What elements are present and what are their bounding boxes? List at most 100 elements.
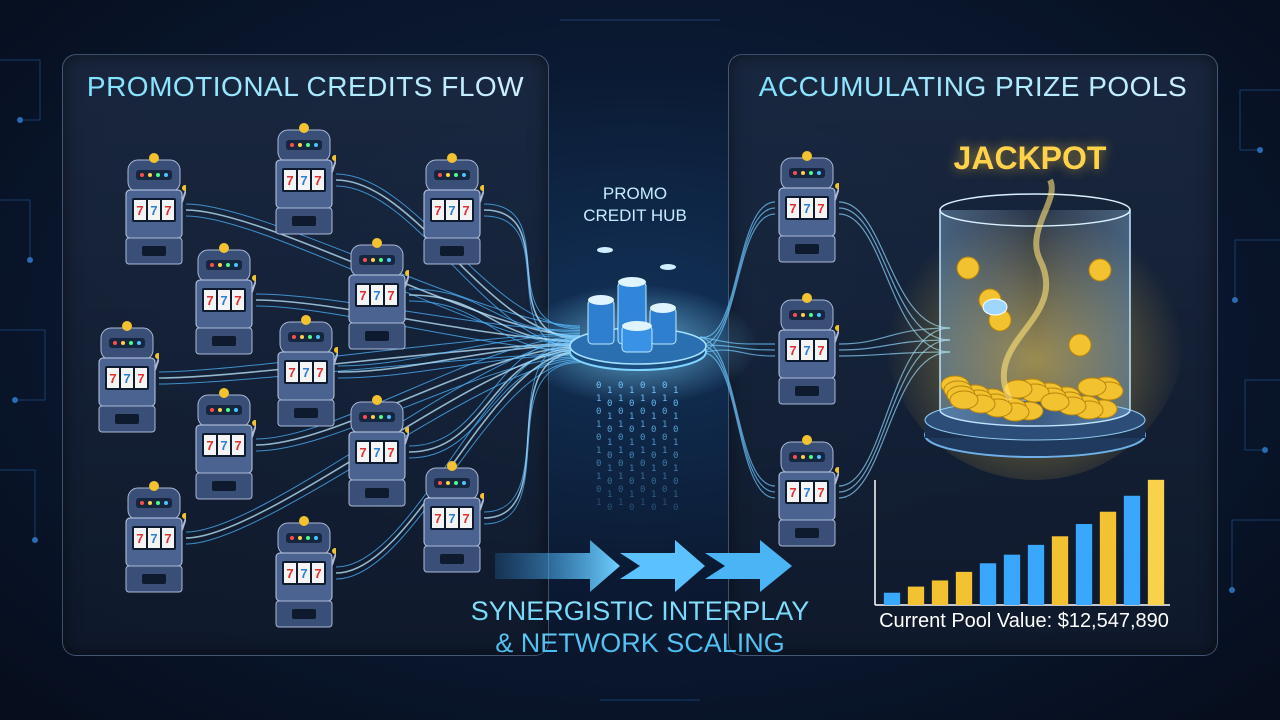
svg-text:1: 1 <box>607 490 612 500</box>
svg-text:1: 1 <box>673 438 678 448</box>
svg-text:0: 0 <box>651 451 656 461</box>
svg-text:0: 0 <box>629 451 634 461</box>
svg-text:0: 0 <box>662 407 667 417</box>
svg-text:7: 7 <box>803 343 810 358</box>
svg-text:7: 7 <box>817 485 824 500</box>
svg-text:7: 7 <box>789 201 796 216</box>
svg-text:7: 7 <box>164 203 171 218</box>
svg-text:7: 7 <box>314 173 321 188</box>
svg-text:1: 1 <box>618 498 623 508</box>
svg-text:7: 7 <box>373 288 380 303</box>
svg-text:0: 0 <box>618 407 623 417</box>
svg-text:7: 7 <box>803 485 810 500</box>
prize-pools-title: ACCUMULATING PRIZE POOLS <box>729 71 1217 103</box>
svg-text:7: 7 <box>220 438 227 453</box>
svg-text:7: 7 <box>314 566 321 581</box>
svg-text:7: 7 <box>234 293 241 308</box>
chart-bar <box>1051 536 1069 605</box>
svg-text:0: 0 <box>651 503 656 513</box>
svg-text:7: 7 <box>286 566 293 581</box>
credits-flow-title: PROMOTIONAL CREDITS FLOW <box>63 71 548 103</box>
svg-text:0: 0 <box>629 425 634 435</box>
svg-text:7: 7 <box>387 445 394 460</box>
svg-text:1: 1 <box>596 472 601 482</box>
svg-text:7: 7 <box>803 201 810 216</box>
svg-text:1: 1 <box>640 498 645 508</box>
svg-text:0: 0 <box>640 407 645 417</box>
svg-text:7: 7 <box>109 371 116 386</box>
pool-growth-chart <box>874 479 1170 606</box>
svg-text:7: 7 <box>462 203 469 218</box>
svg-text:1: 1 <box>629 412 634 422</box>
svg-text:1: 1 <box>618 446 623 456</box>
svg-text:7: 7 <box>206 293 213 308</box>
svg-text:0: 0 <box>673 451 678 461</box>
svg-text:7: 7 <box>288 365 295 380</box>
svg-text:7: 7 <box>373 445 380 460</box>
svg-text:0: 0 <box>673 399 678 409</box>
svg-text:0: 0 <box>662 485 667 495</box>
svg-text:7: 7 <box>434 203 441 218</box>
svg-text:1: 1 <box>673 386 678 396</box>
svg-text:0: 0 <box>607 451 612 461</box>
svg-text:0: 0 <box>662 459 667 469</box>
svg-text:0: 0 <box>651 399 656 409</box>
chart-bar <box>907 586 925 605</box>
svg-text:1: 1 <box>596 446 601 456</box>
hub-label: PROMO CREDIT HUB <box>583 184 687 225</box>
svg-text:1: 1 <box>640 472 645 482</box>
svg-text:0: 0 <box>618 381 623 391</box>
svg-text:1: 1 <box>607 386 612 396</box>
svg-text:0: 0 <box>640 485 645 495</box>
svg-text:7: 7 <box>234 438 241 453</box>
svg-text:1: 1 <box>596 498 601 508</box>
svg-text:7: 7 <box>302 365 309 380</box>
svg-text:7: 7 <box>136 203 143 218</box>
svg-text:7: 7 <box>448 203 455 218</box>
svg-text:1: 1 <box>596 420 601 430</box>
svg-text:0: 0 <box>673 503 678 513</box>
svg-text:0: 0 <box>618 459 623 469</box>
svg-text:1: 1 <box>629 490 634 500</box>
svg-text:7: 7 <box>434 511 441 526</box>
svg-text:0: 0 <box>651 477 656 487</box>
svg-text:7: 7 <box>817 343 824 358</box>
svg-text:0: 0 <box>662 381 667 391</box>
svg-text:0: 0 <box>640 381 645 391</box>
chart-bar <box>955 571 973 605</box>
credit-hub: 0101010101101010101001010101011010101010… <box>518 247 758 513</box>
svg-text:7: 7 <box>137 371 144 386</box>
svg-text:7: 7 <box>136 531 143 546</box>
svg-text:7: 7 <box>150 203 157 218</box>
svg-text:1: 1 <box>640 394 645 404</box>
svg-text:0: 0 <box>607 477 612 487</box>
svg-text:0: 0 <box>618 485 623 495</box>
svg-text:7: 7 <box>359 445 366 460</box>
svg-text:1: 1 <box>673 412 678 422</box>
svg-text:1: 1 <box>629 464 634 474</box>
svg-text:1: 1 <box>651 490 656 500</box>
svg-text:0: 0 <box>629 399 634 409</box>
svg-text:1: 1 <box>640 420 645 430</box>
svg-text:7: 7 <box>316 365 323 380</box>
svg-text:0: 0 <box>640 459 645 469</box>
svg-text:1: 1 <box>662 472 667 482</box>
svg-text:1: 1 <box>618 472 623 482</box>
svg-text:1: 1 <box>651 464 656 474</box>
svg-text:0: 0 <box>607 399 612 409</box>
chart-bar <box>1027 544 1045 605</box>
svg-text:7: 7 <box>448 511 455 526</box>
scaling-caption: SYNERGISTIC INTERPLAY & NETWORK SCALING <box>440 595 840 659</box>
svg-text:7: 7 <box>789 343 796 358</box>
svg-text:1: 1 <box>618 420 623 430</box>
